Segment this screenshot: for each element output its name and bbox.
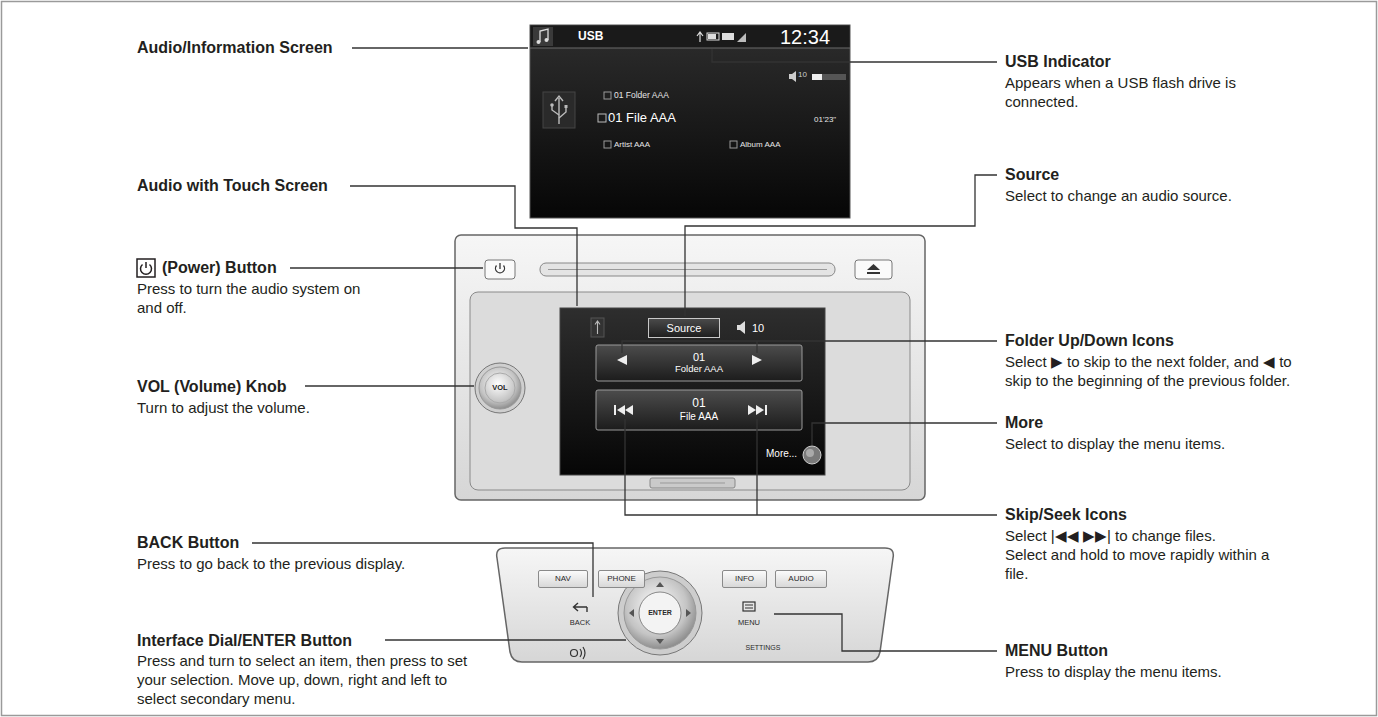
callout-text: Select and hold to move rapidly within a… xyxy=(1005,545,1270,583)
folder-bar: 01Folder AAA xyxy=(596,345,802,381)
info-screen-text: 01'23" xyxy=(814,115,836,124)
menu-button-text: MENU xyxy=(738,619,760,628)
enter-button-text: ENTER xyxy=(648,609,672,617)
info-screen-text: Album AAA xyxy=(740,140,780,149)
info-screen: USB 12:34 10 01 Folder AAA 01 File AAA 01'23"… xyxy=(530,25,850,218)
callout-text: Press to turn the audio system on and of… xyxy=(137,279,382,317)
callout-text: Select |◀◀ ▶▶| to change files. xyxy=(1005,526,1325,545)
touch-screen: 10More...Source01Folder AAA01File AAA xyxy=(560,308,825,475)
power-icon xyxy=(137,259,155,277)
touch-screen-text: 10 xyxy=(752,322,764,335)
folder-bar-text: 01 xyxy=(693,351,705,364)
file-bar: 01File AAA xyxy=(596,390,802,430)
callout-title: VOL (Volume) Knob xyxy=(137,377,287,397)
info-screen-art xyxy=(530,25,850,218)
source-button: Source xyxy=(648,318,720,338)
back-button-text: BACK xyxy=(570,619,590,628)
info-screen-text: Artist AAA xyxy=(614,140,650,149)
callout-title: Interface Dial/ENTER Button xyxy=(137,631,352,651)
callout-title: BACK Button xyxy=(137,533,239,553)
info-screen-text: 01 File AAA xyxy=(608,111,676,126)
vol-knob: VOL xyxy=(478,366,522,410)
touch-screen-text: More... xyxy=(766,448,797,460)
callout-text: Turn to adjust the volume. xyxy=(137,398,437,417)
head-unit xyxy=(455,235,925,500)
callout-title: USB Indicator xyxy=(1005,52,1111,72)
info-screen-text: USB xyxy=(578,30,603,44)
callout-title: Audio with Touch Screen xyxy=(137,176,328,196)
menu-button: MENU xyxy=(727,598,771,630)
callout-title: Audio/Information Screen xyxy=(137,38,333,58)
settings-button: SETTINGS xyxy=(733,641,793,656)
file-bar-text: 01 xyxy=(692,397,705,411)
audio-button-text: AUDIO xyxy=(788,574,813,583)
nav-button-text: NAV xyxy=(555,574,571,583)
info-screen-text: 10 xyxy=(798,70,807,79)
phone-button-text: PHONE xyxy=(607,574,635,583)
file-bar-text: File AAA xyxy=(680,411,718,423)
nav-button: NAV xyxy=(538,570,588,588)
source-button-text: Source xyxy=(667,322,702,335)
control-panel xyxy=(497,548,894,662)
back-button: BACK xyxy=(558,598,602,630)
info-button-text: INFO xyxy=(735,574,754,583)
callout-title: Source xyxy=(1005,165,1059,185)
audio-button: AUDIO xyxy=(775,570,827,588)
folder-bar-text: Folder AAA xyxy=(675,364,723,375)
callout-title: More xyxy=(1005,413,1043,433)
callout-text: Press and turn to select an item, then p… xyxy=(137,651,487,708)
phone-button: PHONE xyxy=(598,570,645,588)
settings-button-text: SETTINGS xyxy=(745,644,780,652)
callout-text: Appears when a USB flash drive is connec… xyxy=(1005,73,1260,111)
callout-text: Press to display the menu items. xyxy=(1005,662,1305,681)
callout-text: Select to display the menu items. xyxy=(1005,434,1305,453)
callout-title: (Power) Button xyxy=(162,258,277,278)
info-screen-text: 12:34 xyxy=(780,26,830,49)
vol-knob-text: VOL xyxy=(492,384,507,393)
enter-button: ENTER xyxy=(639,592,681,634)
callout-text: Press to go back to the previous display… xyxy=(137,554,477,573)
info-button: INFO xyxy=(722,570,767,588)
callout-title: Folder Up/Down Icons xyxy=(1005,331,1174,351)
callout-text: Select to change an audio source. xyxy=(1005,186,1305,205)
info-screen-text: 01 Folder AAA xyxy=(614,91,669,101)
callout-text: Select ▶ to skip to the next folder, and… xyxy=(1005,352,1310,390)
callout-title: MENU Button xyxy=(1005,641,1108,661)
callout-title: Skip/Seek Icons xyxy=(1005,505,1127,525)
